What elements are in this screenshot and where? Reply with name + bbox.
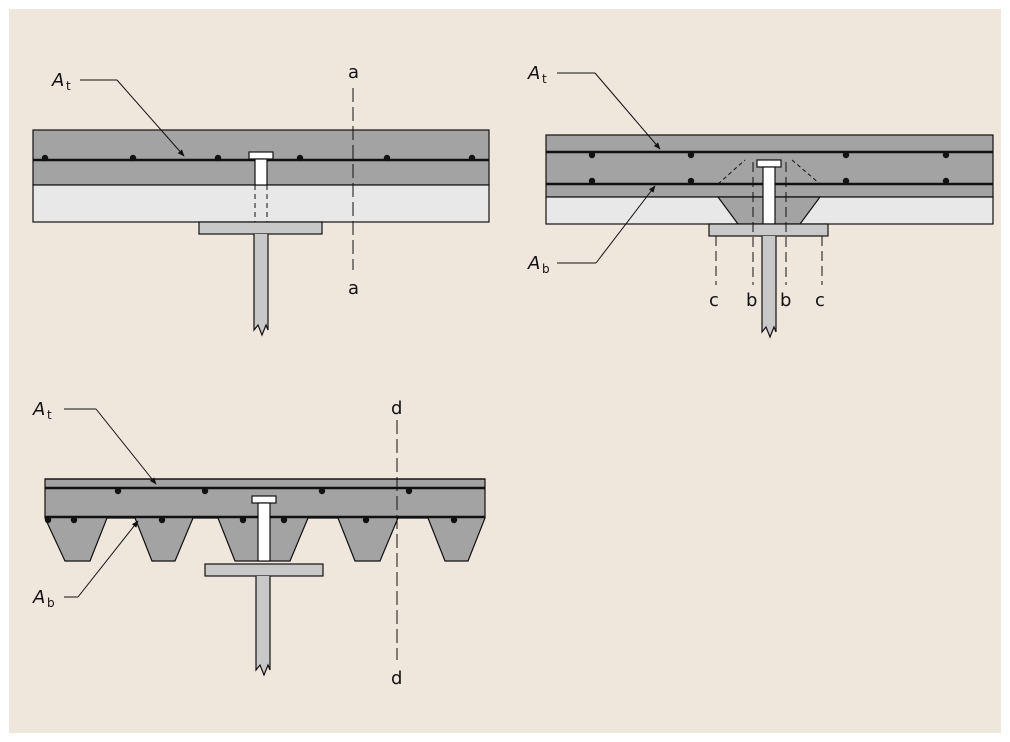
section-lines-cb [715,162,823,285]
haunched-slab-diagram: c b b c A t A b [527,63,994,339]
rebar-dots [41,154,476,162]
label-ab-sub: b [542,262,550,276]
section-label-c-right: c [815,290,825,311]
label-at-main: A [51,70,64,91]
leader-at [594,72,661,150]
steel-beam [708,223,829,339]
slab-light-zone [32,184,490,223]
section-label-d-bottom: d [391,668,402,689]
shear-stud [251,495,277,562]
section-label-b-left: b [746,290,757,311]
leader-at [116,79,185,157]
shear-stud [756,159,782,225]
solid-slab-diagram: a a A t [32,62,490,337]
rebar-dots [44,487,458,524]
label-ab-sub: b [47,596,55,610]
label-at-main: A [32,399,45,420]
section-label-c-left: c [709,290,719,311]
shear-stud [248,151,274,222]
label-ab-main: A [527,253,540,274]
section-label-d-top: d [391,398,402,419]
label-ab-main: A [32,587,45,608]
label-at-main: A [527,63,540,84]
label-at-sub: t [542,72,547,86]
rebar-dots [588,151,950,185]
section-label-a-bottom: a [348,278,359,299]
label-at-sub: t [66,79,71,93]
leader-at [95,408,157,485]
section-label-a-top: a [348,62,359,83]
label-at-sub: t [47,408,52,422]
steel-beam [204,563,324,677]
steel-beam [198,221,323,337]
leader-ab [595,185,656,264]
profiled-deck-diagram: d d A t A b [32,398,486,689]
leader-ab [77,520,139,598]
section-label-b-right: b [780,290,791,311]
